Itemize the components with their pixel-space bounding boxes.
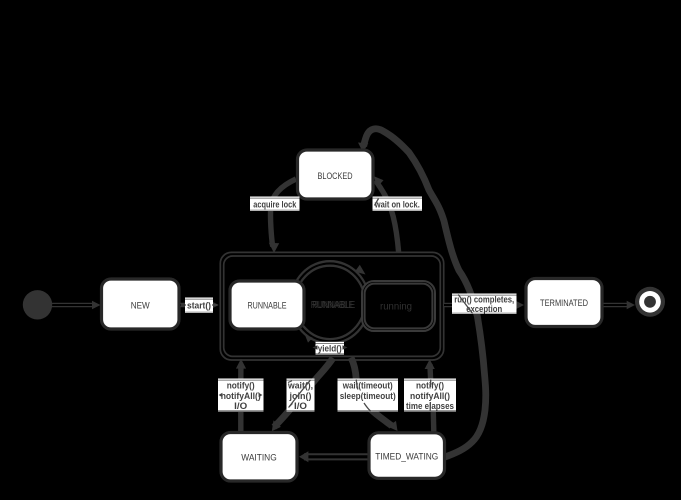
svg-text:join(): join() [289, 391, 312, 402]
svg-text:NEW: NEW [131, 301, 150, 312]
svg-text:WAITING: WAITING [241, 453, 277, 464]
svg-text:TERMINATED: TERMINATED [540, 298, 588, 309]
svg-text:TIMED_WATING: TIMED_WATING [375, 452, 438, 463]
svg-text:sleep(timeout): sleep(timeout) [340, 391, 396, 402]
svg-text:notifyAll(): notifyAll() [410, 391, 450, 402]
svg-text:notify(): notify() [227, 380, 255, 391]
svg-text:wait(timeout): wait(timeout) [342, 380, 393, 391]
svg-text:start(): start() [187, 301, 211, 312]
svg-text:wait(),: wait(), [287, 380, 313, 391]
svg-text:RUNNABLE: RUNNABLE [311, 299, 354, 311]
svg-text:RUNNABLE: RUNNABLE [248, 301, 287, 312]
svg-text:running: running [380, 301, 412, 313]
svg-text:run() completes,: run() completes, [454, 295, 514, 306]
svg-text:I/O: I/O [234, 401, 247, 412]
svg-text:acquire lock: acquire lock [253, 200, 297, 211]
svg-text:BLOCKED: BLOCKED [318, 171, 353, 182]
svg-text:RUNNABLE: RUNNABLE [312, 299, 355, 311]
svg-text:I/O: I/O [294, 401, 307, 412]
svg-text:exception: exception [466, 304, 502, 315]
svg-text:yield(): yield() [318, 344, 342, 355]
svg-text:notifyAll(): notifyAll() [221, 391, 261, 402]
svg-text:wait on lock.: wait on lock. [374, 200, 420, 211]
